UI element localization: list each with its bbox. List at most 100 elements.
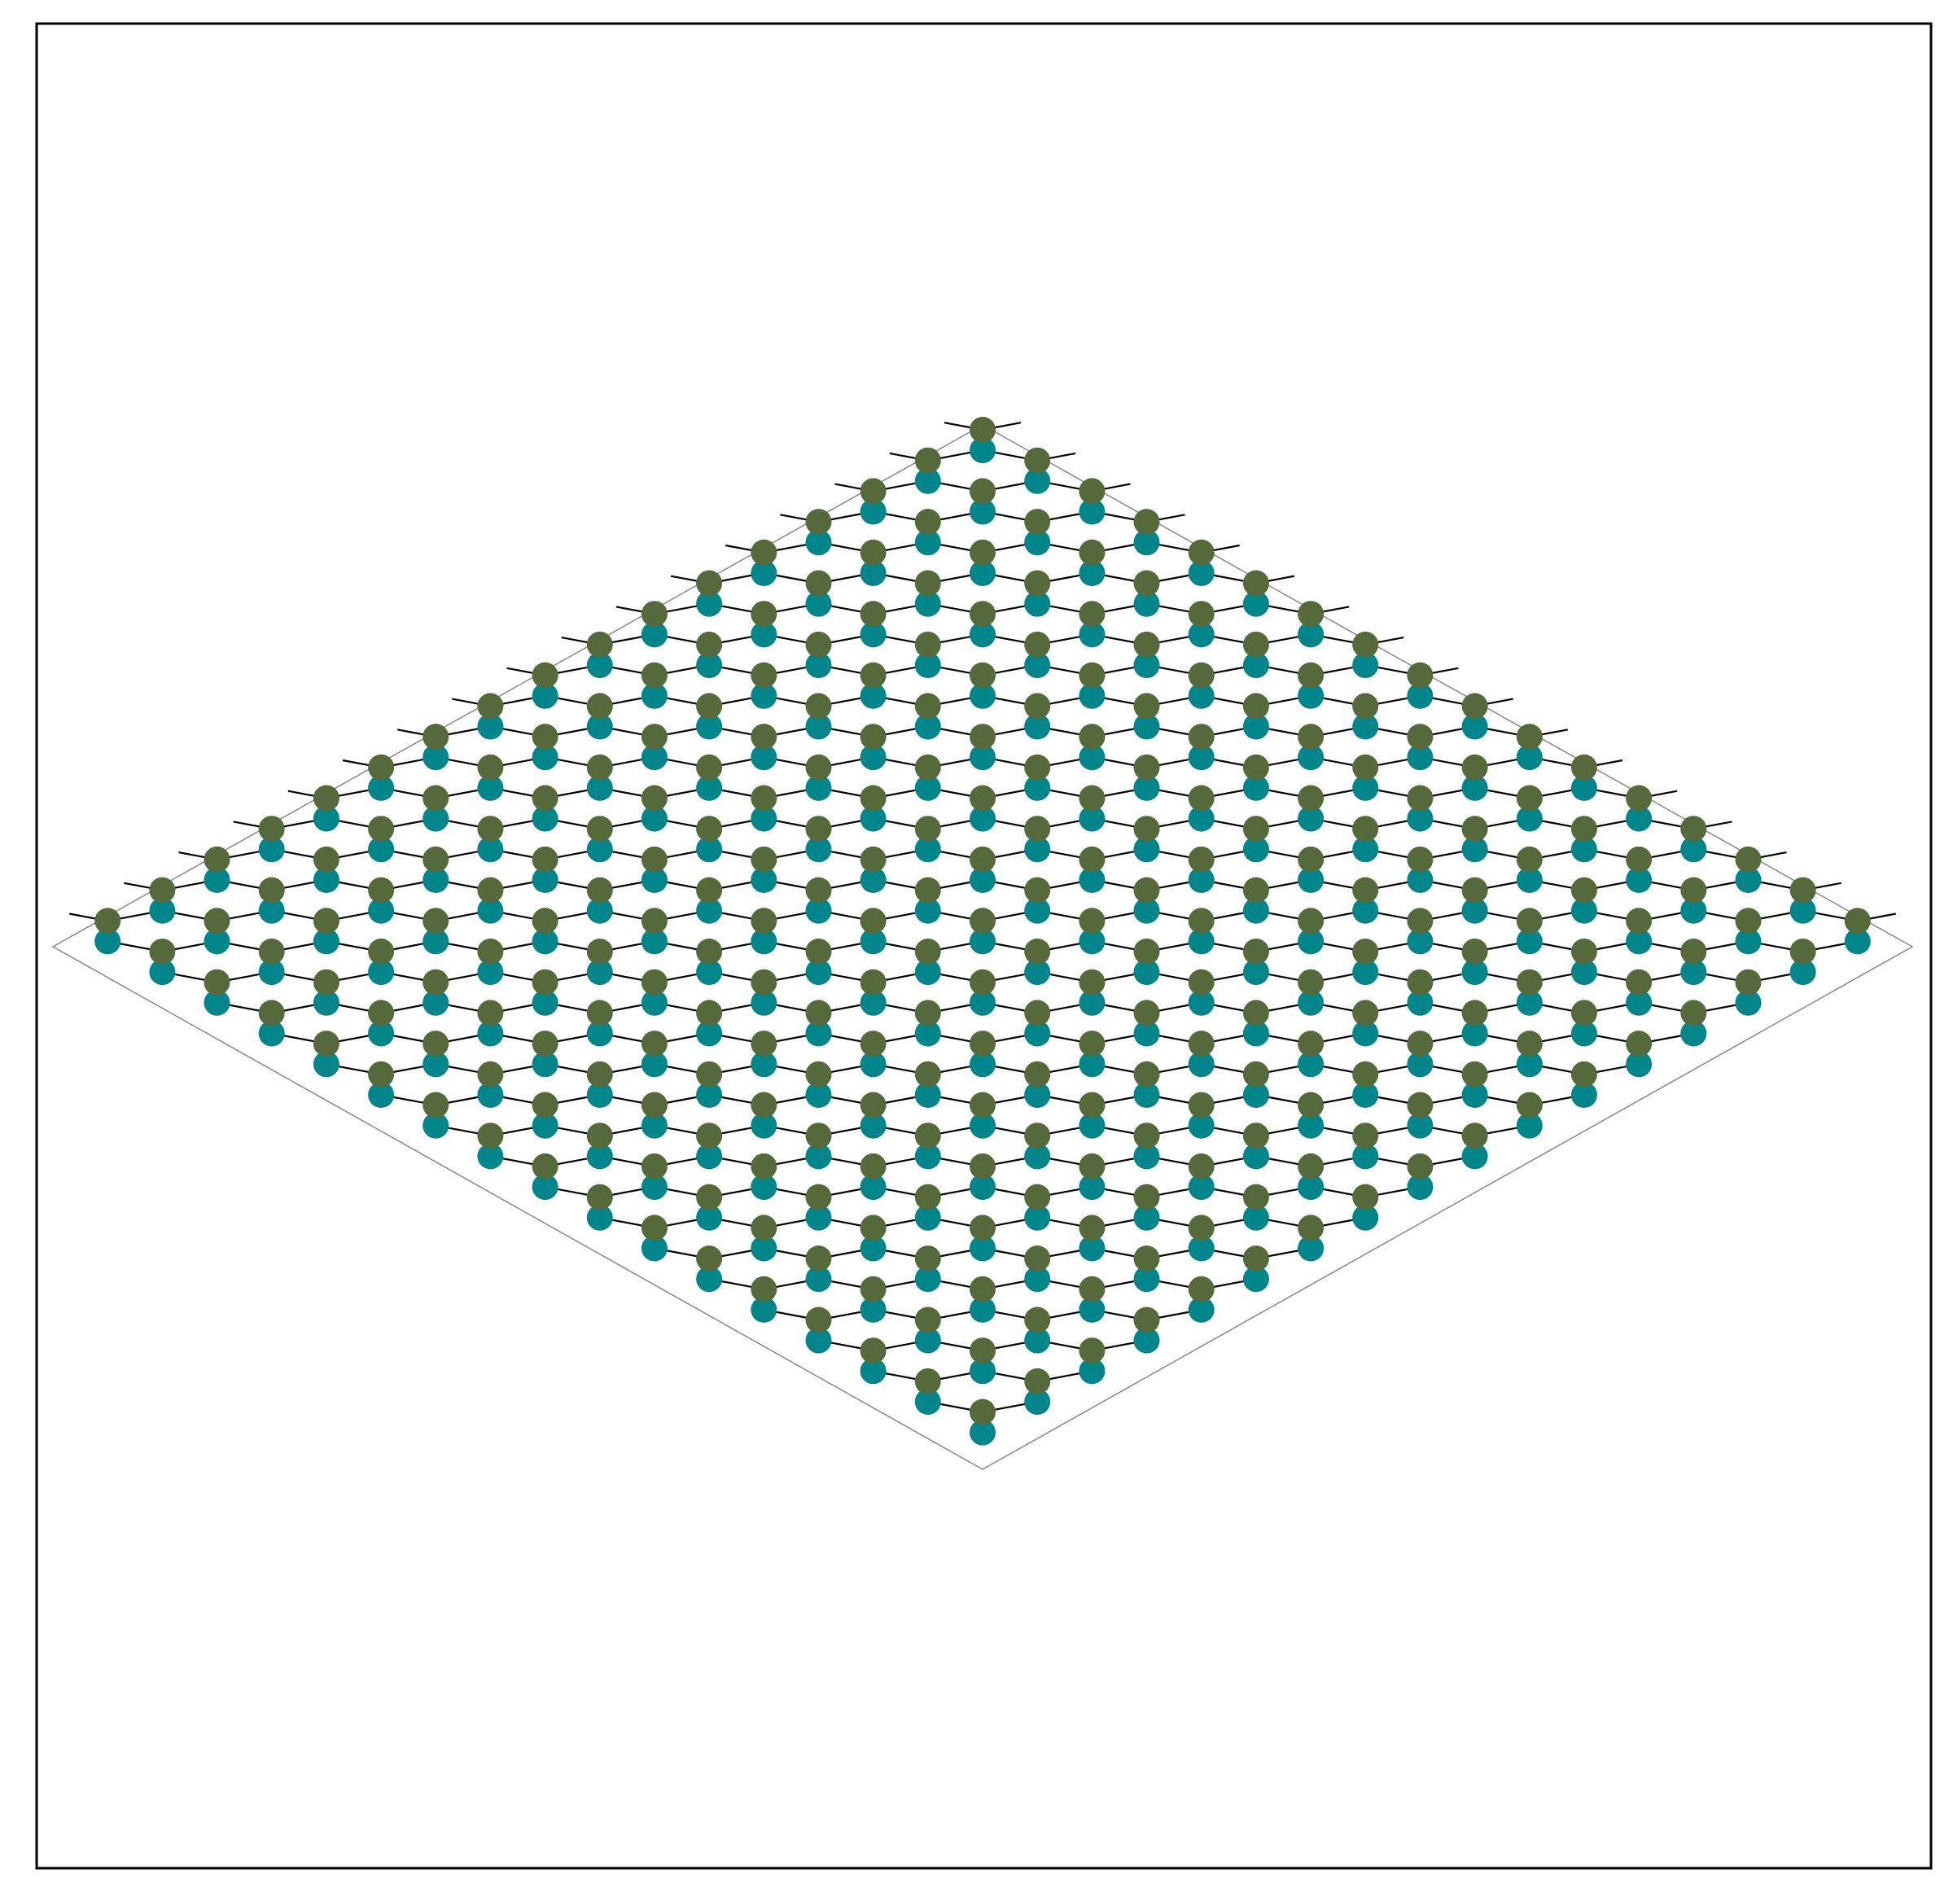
atom-sublattice-a [1461,877,1488,904]
atom-sublattice-b [477,1143,504,1170]
atom-sublattice-b [970,498,996,525]
atom-sublattice-a [1570,939,1597,965]
atom-sublattice-b [914,897,941,924]
atom-sublattice-b [970,867,996,893]
atom-sublattice-b [914,1266,941,1293]
atom-sublattice-b [368,897,395,924]
atom-sublattice-a [1789,939,1816,965]
atom-sublattice-a [805,570,832,597]
atom-sublattice-b [1188,805,1215,832]
atom-sublattice-b [696,1082,723,1108]
atom-sublattice-a [1626,785,1653,812]
atom-sublattice-b [1516,989,1543,1016]
atom-sublattice-b [1242,1266,1269,1293]
atom-sublattice-a [805,816,832,843]
atom-sublattice-b [258,1020,285,1047]
atom-sublattice-a [586,1123,613,1149]
atom-sublattice-a [1242,1184,1269,1210]
atom-sublattice-a [1461,1061,1488,1088]
atom-sublattice-a [641,846,668,873]
atom-sublattice-a [368,1061,395,1088]
atom-sublattice-b [805,897,832,924]
atom-sublattice-b [805,1204,832,1231]
atom-sublattice-a [1079,1337,1106,1364]
atom-sublattice-a [860,539,887,566]
atom-sublattice-b [751,867,777,893]
atom-sublattice-b [1188,1296,1215,1323]
atom-sublattice-b [313,928,339,955]
atom-sublattice-b [751,989,777,1016]
atom-sublattice-a [641,662,668,689]
atom-sublattice-a [204,908,230,934]
atom-sublattice-b [970,1112,996,1139]
atom-sublattice-b [641,1235,668,1262]
atom-sublattice-b [1407,867,1434,893]
atom-sublattice-b [532,1174,558,1201]
atom-sublattice-b [641,744,668,771]
atom-sublattice-a [970,908,996,934]
atom-sublattice-a [1407,846,1434,873]
atom-sublattice-b [94,928,121,955]
atom-sublattice-a [696,1123,723,1149]
atom-sublattice-a [914,1061,941,1088]
atom-sublattice-b [696,1204,723,1231]
atom-sublattice-b [696,959,723,986]
atom-sublattice-a [1242,1000,1269,1026]
atom-sublattice-b [1024,1389,1051,1415]
atom-sublattice-a [1352,877,1379,904]
atom-sublattice-b [477,1020,504,1047]
atom-sublattice-a [532,1153,558,1180]
atom-sublattice-a [914,754,941,781]
atom-sublattice-a [641,1031,668,1057]
atom-sublattice-a [1079,1153,1106,1180]
atom-sublattice-a [1024,939,1051,965]
atom-sublattice-b [1352,652,1379,679]
atom-sublattice-a [477,816,504,843]
atom-sublattice-b [149,959,176,986]
atom-sublattice-a [970,417,996,443]
atom-sublattice-b [1079,1358,1106,1385]
atom-sublattice-b [1079,560,1106,586]
atom-sublattice-b [1626,867,1653,893]
atom-sublattice-b [1298,989,1325,1016]
atom-sublattice-a [805,1307,832,1333]
atom-sublattice-b [586,1020,613,1047]
atom-sublattice-a [641,1153,668,1180]
atom-sublattice-a [1242,754,1269,781]
atom-sublattice-b [914,959,941,986]
atom-sublattice-a [641,1092,668,1118]
atom-sublattice-b [970,560,996,586]
atom-sublattice-a [1133,939,1160,965]
atom-sublattice-a [970,601,996,628]
atom-sublattice-a [1133,754,1160,781]
atom-sublattice-b [1735,928,1762,955]
atom-sublattice-a [368,816,395,843]
atom-sublattice-b [1079,682,1106,709]
atoms-layer [94,417,1871,1446]
atom-sublattice-b [1188,1235,1215,1262]
atom-sublattice-b [1461,713,1488,740]
atom-sublattice-b [751,805,777,832]
atom-sublattice-a [696,1061,723,1088]
atom-sublattice-a [1133,509,1160,536]
atom-sublattice-a [1352,939,1379,965]
atom-sublattice-a [477,877,504,904]
atom-sublattice-a [696,939,723,965]
atom-sublattice-b [1407,1112,1434,1139]
atom-sublattice-b [751,682,777,709]
atom-sublattice-a [1079,724,1106,751]
atom-sublattice-a [1626,1031,1653,1057]
atom-sublattice-a [1188,846,1215,873]
atom-sublattice-a [1626,969,1653,996]
atom-sublattice-b [641,1174,668,1201]
atom-sublattice-b [1461,1143,1488,1170]
atom-sublattice-a [586,693,613,720]
atom-sublattice-a [1298,969,1325,996]
atom-sublattice-b [423,989,449,1016]
atom-sublattice-b [860,867,887,893]
atom-sublattice-b [970,1358,996,1385]
atom-sublattice-a [914,693,941,720]
atom-sublattice-a [1024,1245,1051,1272]
atom-sublattice-b [1407,989,1434,1016]
atom-sublattice-a [1626,846,1653,873]
